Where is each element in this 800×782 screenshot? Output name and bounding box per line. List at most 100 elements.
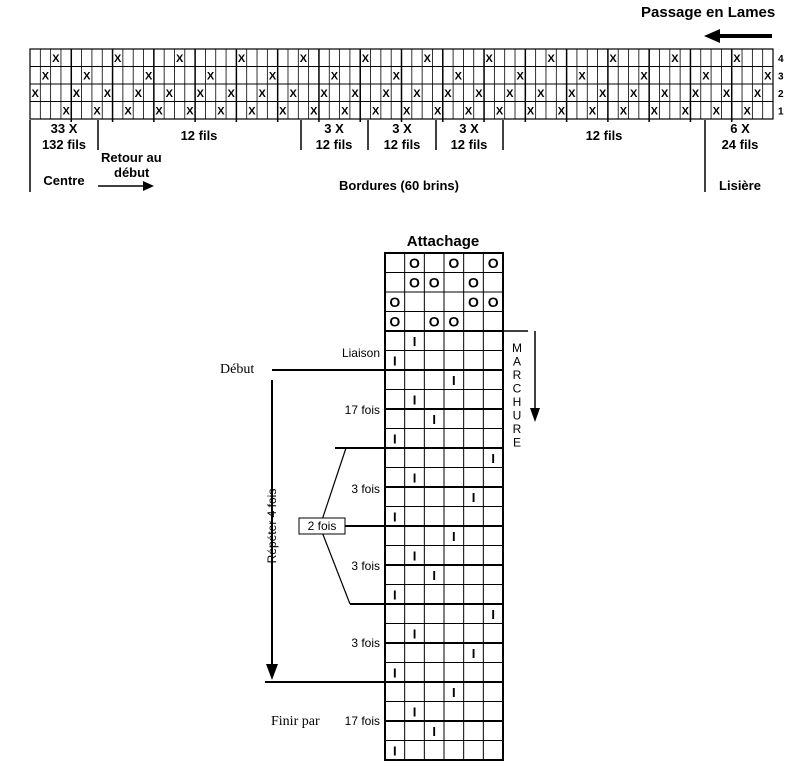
threading-mark: X bbox=[289, 88, 297, 100]
treadling-mark: I bbox=[393, 587, 397, 602]
threading-mark: X bbox=[124, 105, 132, 117]
repeat-arrow-head bbox=[266, 664, 278, 680]
threading-mark: X bbox=[341, 105, 349, 117]
treadling-mark: I bbox=[413, 470, 417, 485]
shaft-label: 3 bbox=[778, 71, 784, 82]
threading-mark: X bbox=[609, 53, 617, 65]
threading-mark: X bbox=[630, 88, 638, 100]
tieup-mark: O bbox=[488, 294, 499, 310]
threading-mark: X bbox=[444, 88, 452, 100]
fois3c-label: 3 fois bbox=[351, 636, 380, 650]
treadling-mark: I bbox=[452, 685, 456, 700]
treadling-mark: I bbox=[393, 665, 397, 680]
treadling-brackets bbox=[265, 369, 384, 683]
treadling-mark: I bbox=[413, 626, 417, 641]
threading-mark: X bbox=[186, 105, 194, 117]
treadling-mark: I bbox=[472, 646, 476, 661]
marchure-letter: E bbox=[513, 436, 521, 450]
threading-mark: X bbox=[248, 105, 256, 117]
shaft-label: 1 bbox=[778, 106, 784, 117]
threading-mark: X bbox=[238, 53, 246, 65]
threading-mark: X bbox=[754, 88, 762, 100]
threading-mark: X bbox=[517, 70, 525, 82]
threading-mark: X bbox=[475, 88, 483, 100]
fois3b-label: 3 fois bbox=[351, 559, 380, 573]
fois2-box bbox=[298, 517, 346, 535]
threading-mark: X bbox=[176, 53, 184, 65]
treadling-mark: I bbox=[472, 490, 476, 505]
treadling-mark: I bbox=[491, 607, 495, 622]
group2-count: 3 X bbox=[392, 121, 412, 136]
tieup-mark: O bbox=[468, 294, 479, 310]
threading-mark: X bbox=[279, 105, 287, 117]
tieup-mark: O bbox=[448, 313, 459, 329]
treadling-mark: I bbox=[413, 548, 417, 563]
threading-mark: X bbox=[651, 105, 659, 117]
threading-title: Passage en Lames bbox=[641, 4, 775, 21]
threading-mark: X bbox=[496, 105, 504, 117]
threading-mark: X bbox=[269, 70, 277, 82]
threading-mark: X bbox=[764, 70, 772, 82]
shaft-label: 4 bbox=[778, 54, 784, 65]
group3-count: 3 X bbox=[459, 121, 479, 136]
threading-mark: X bbox=[73, 88, 81, 100]
treadling-mark: I bbox=[432, 412, 436, 427]
threading-mark: X bbox=[372, 105, 380, 117]
threading-mark: X bbox=[42, 70, 50, 82]
threading-mark: X bbox=[682, 105, 690, 117]
threading-mark: X bbox=[52, 53, 60, 65]
threading-mark: X bbox=[424, 53, 432, 65]
threading-mark: X bbox=[331, 70, 339, 82]
threading-direction-arrow bbox=[704, 29, 772, 43]
lisiere-fils: 24 fils bbox=[722, 137, 759, 152]
treadling-mark: I bbox=[393, 509, 397, 524]
threading-mark: X bbox=[537, 88, 545, 100]
threading-mark: X bbox=[434, 105, 442, 117]
treadling-mark: I bbox=[491, 451, 495, 466]
threading-mark: X bbox=[62, 105, 70, 117]
threading-mark: X bbox=[403, 105, 411, 117]
threading-mark: X bbox=[661, 88, 669, 100]
left-12-fils: 12 fils bbox=[181, 128, 218, 143]
tieup-mark: O bbox=[468, 274, 479, 290]
threading-mark: X bbox=[114, 53, 122, 65]
treadling-mark: I bbox=[432, 724, 436, 739]
threading-mark: X bbox=[671, 53, 679, 65]
threading-mark: X bbox=[166, 88, 174, 100]
tieup-mark: O bbox=[409, 274, 420, 290]
threading-mark: X bbox=[692, 88, 700, 100]
marchure-letter: H bbox=[513, 395, 522, 409]
centre-count: 33 X bbox=[51, 121, 78, 136]
threading-mark: X bbox=[393, 70, 401, 82]
treadling-grid bbox=[384, 330, 504, 761]
treadling-mark: I bbox=[432, 568, 436, 583]
threading-mark: X bbox=[217, 105, 225, 117]
group2-fils: 12 fils bbox=[384, 137, 421, 152]
threading-mark: X bbox=[723, 88, 731, 100]
group1-count: 3 X bbox=[324, 121, 344, 136]
tieup-mark: O bbox=[429, 274, 440, 290]
treadling-mark: I bbox=[452, 373, 456, 388]
marchure-letter: M bbox=[512, 341, 522, 355]
liaison-label: Liaison bbox=[342, 346, 380, 360]
tieup-mark: O bbox=[488, 255, 499, 271]
threading-mark: X bbox=[83, 70, 91, 82]
threading-mark: X bbox=[104, 88, 112, 100]
threading-section-dividers bbox=[29, 120, 706, 192]
fois17a-label: 17 fois bbox=[345, 403, 380, 417]
threading-mark: X bbox=[578, 70, 586, 82]
right-12-fils: 12 fils bbox=[586, 128, 623, 143]
tieup-mark: O bbox=[429, 313, 440, 329]
threading-mark: X bbox=[568, 88, 576, 100]
threading-mark: X bbox=[527, 105, 535, 117]
threading-mark: X bbox=[744, 105, 752, 117]
threading-mark: X bbox=[259, 88, 267, 100]
treadling-mark: I bbox=[413, 704, 417, 719]
marchure-letter: A bbox=[513, 355, 521, 369]
threading-mark: X bbox=[506, 88, 514, 100]
tieup-mark: O bbox=[389, 294, 400, 310]
